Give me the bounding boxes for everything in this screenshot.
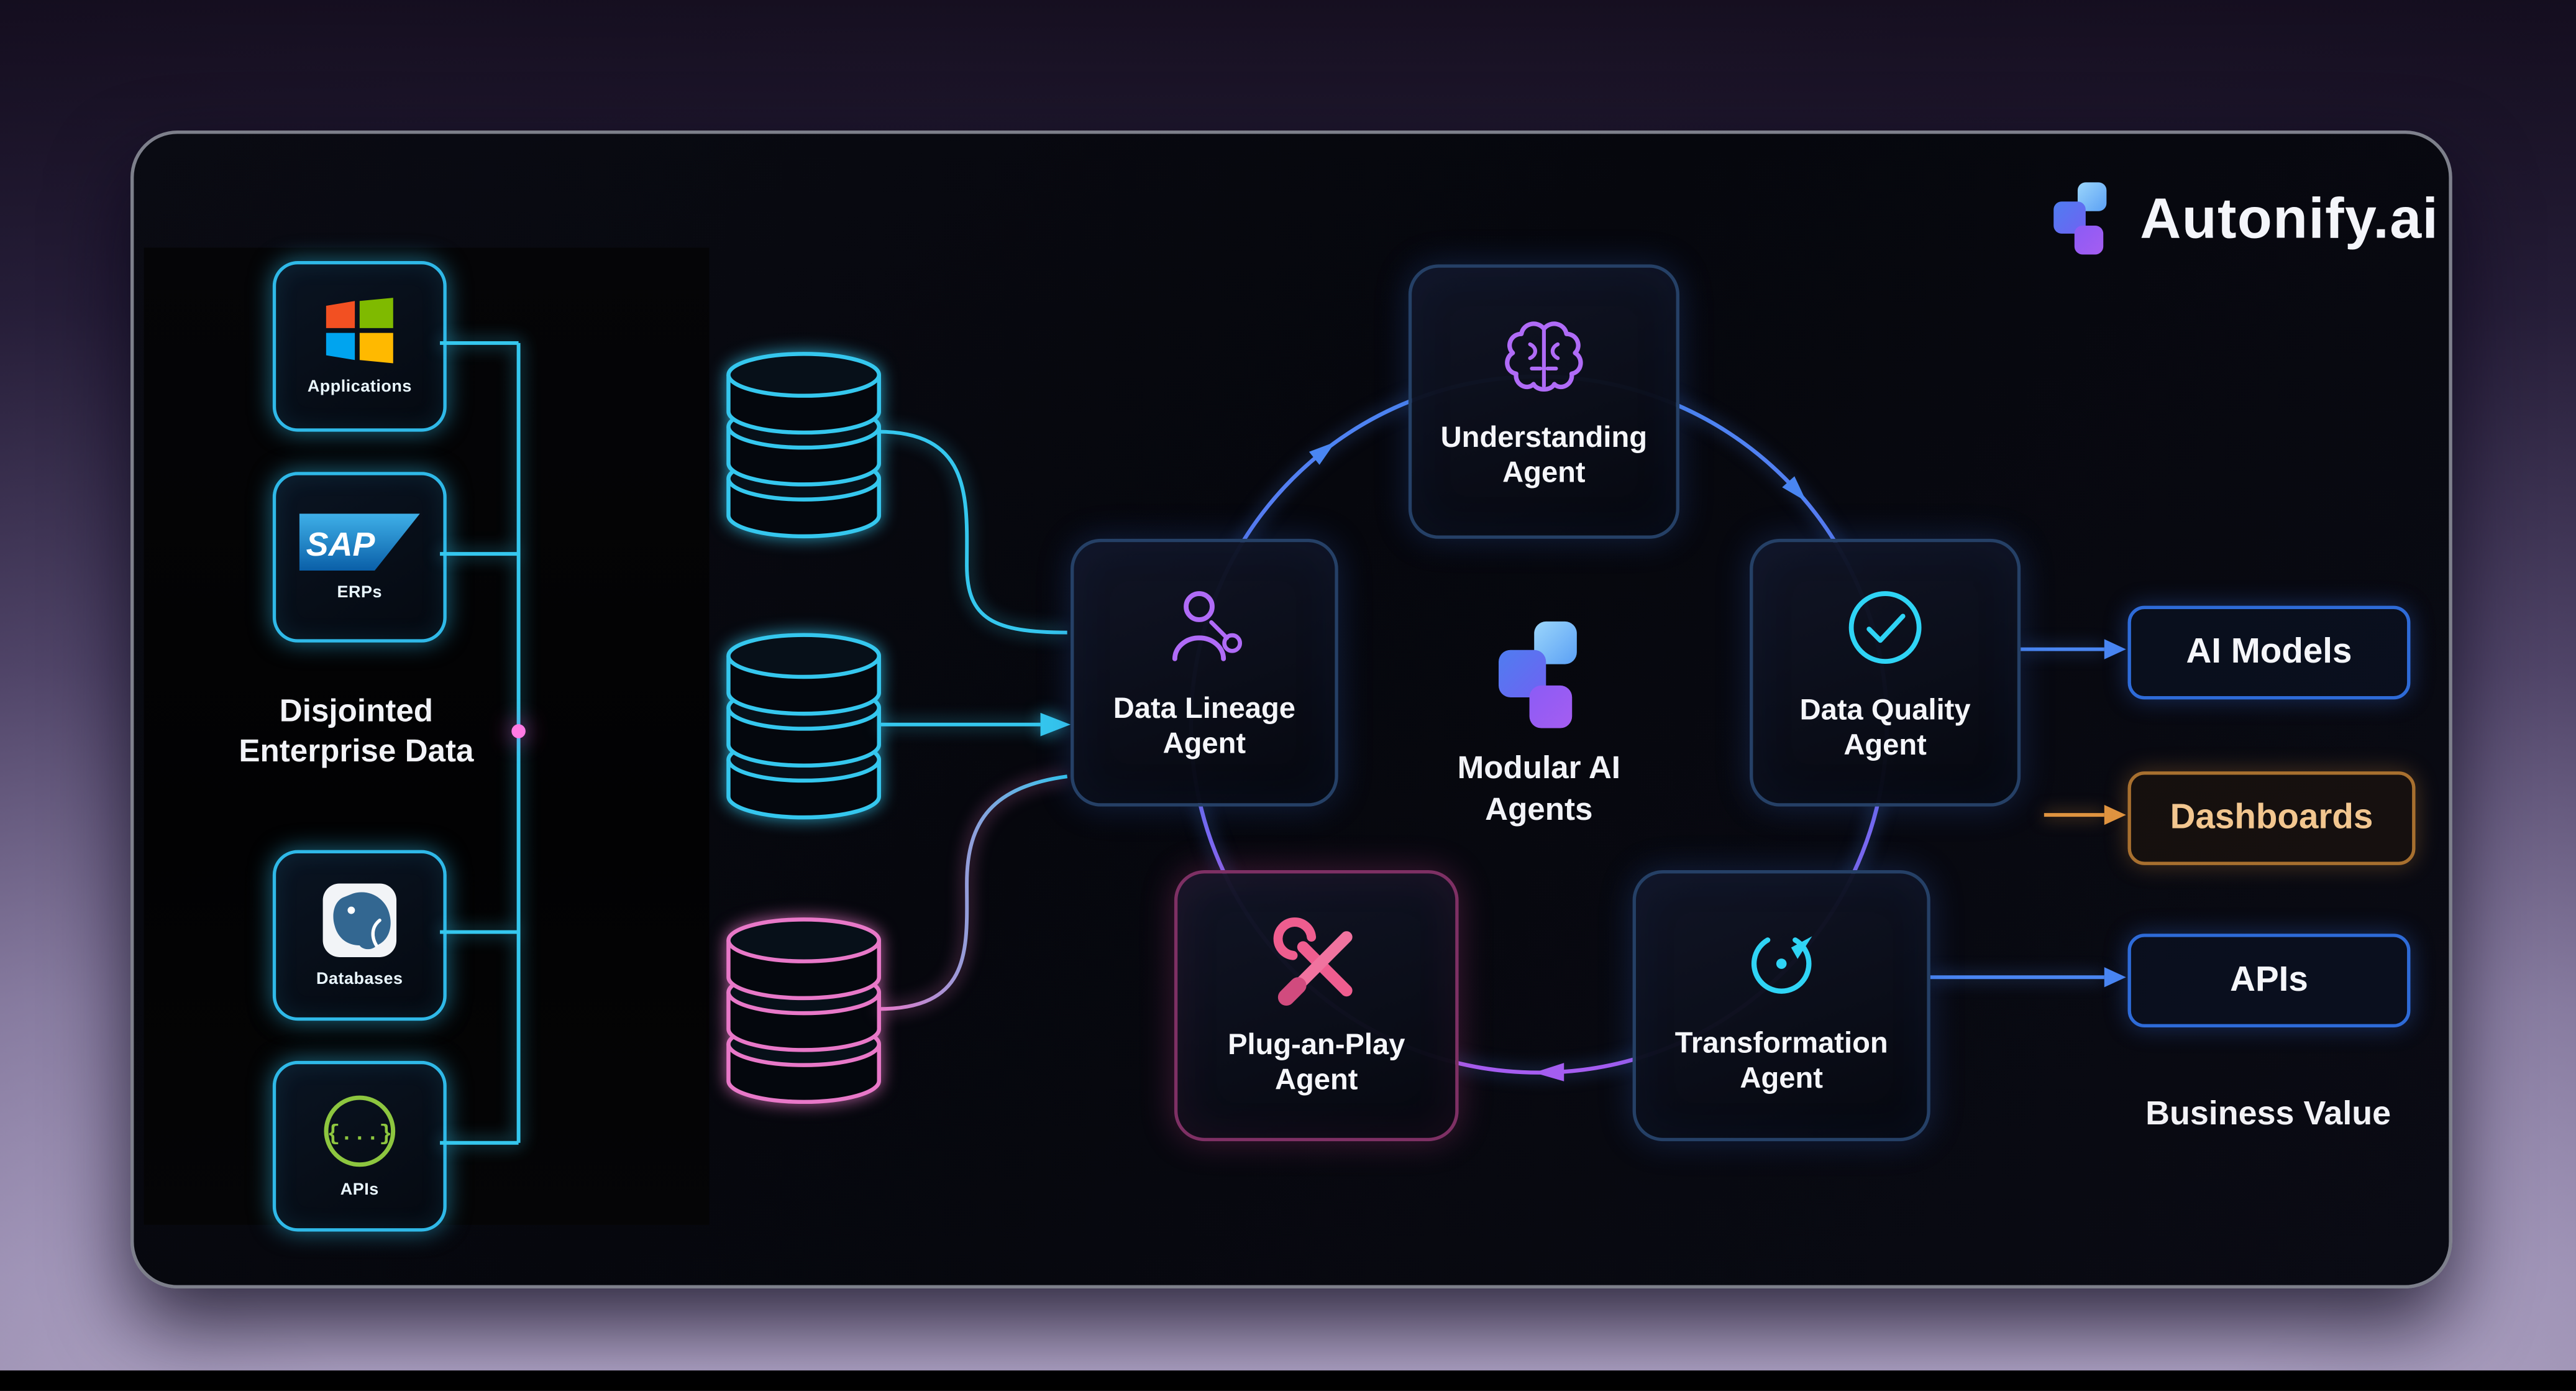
output-label: Dashboards bbox=[2170, 798, 2373, 837]
refresh-cycle-icon bbox=[1751, 935, 1812, 993]
ingest-connectors bbox=[878, 429, 1068, 1011]
agent-label: Understanding Agent bbox=[1441, 420, 1647, 491]
source-label: APIs bbox=[340, 1181, 379, 1200]
ring-arrow-top-left bbox=[1309, 442, 1336, 465]
agent-label-line2: Agent bbox=[1275, 1062, 1358, 1096]
source-connector-lines bbox=[440, 341, 521, 1145]
agent-understanding: Understanding Agent bbox=[1408, 264, 1679, 539]
database-stack-3 bbox=[726, 917, 881, 1104]
output-label: APIs bbox=[2230, 960, 2308, 999]
source-label: ERPs bbox=[337, 584, 383, 603]
agent-label-line1: Plug-an-Play bbox=[1228, 1027, 1405, 1060]
agent-data-quality: Data Quality Agent bbox=[1750, 538, 2021, 807]
source-tile-databases: Databases bbox=[272, 850, 447, 1021]
agent-label: Data Quality Agent bbox=[1800, 692, 1971, 764]
agent-label-line2: Agent bbox=[1740, 1060, 1823, 1095]
modular-ai-label-line2: Agents bbox=[1485, 792, 1593, 828]
code-braces-icon: {...} bbox=[324, 1095, 396, 1167]
bottom-black-bar bbox=[0, 1370, 2576, 1391]
autonify-logo-icon bbox=[2054, 182, 2108, 255]
ingest-arrowhead bbox=[1040, 712, 1071, 737]
code-braces-text: {...} bbox=[327, 1121, 392, 1146]
output-apis: APIs bbox=[2127, 934, 2411, 1028]
agent-label-line2: Agent bbox=[1502, 455, 1586, 489]
convergence-point bbox=[511, 724, 666, 738]
database-stack-1 bbox=[726, 352, 881, 539]
windows-logo-icon bbox=[326, 298, 393, 364]
agent-label: Plug-an-Play Agent bbox=[1228, 1027, 1405, 1098]
agent-label-line1: Data Quality bbox=[1799, 692, 1971, 726]
sap-logo-icon: SAP bbox=[299, 513, 420, 571]
agent-label: Data Lineage Agent bbox=[1113, 691, 1295, 762]
modular-ai-label: Modular AI Agents bbox=[1405, 750, 1673, 832]
agent-transformation: Transformation Agent bbox=[1632, 870, 1930, 1142]
agent-data-lineage: Data Lineage Agent bbox=[1071, 538, 1338, 807]
output-dashboards: Dashboards bbox=[2127, 771, 2416, 865]
output-arrows bbox=[1930, 639, 2126, 988]
source-tile-erps: SAP ERPs bbox=[272, 472, 447, 643]
source-tile-applications: Applications bbox=[272, 260, 447, 432]
modular-ai-logo-icon bbox=[1498, 621, 1577, 728]
left-panel-title-line1: Disjointed bbox=[279, 694, 434, 730]
agent-label: Transformation Agent bbox=[1675, 1025, 1888, 1096]
brand: Autonify.ai bbox=[2043, 181, 2439, 258]
left-panel-title: Disjointed Enterprise Data bbox=[155, 693, 557, 773]
business-value-caption: Business Value bbox=[2145, 1096, 2391, 1133]
agent-label-line1: Data Lineage bbox=[1113, 690, 1296, 724]
agent-label-line1: Transformation bbox=[1674, 1025, 1888, 1059]
crossed-tools-icon bbox=[1273, 917, 1353, 1006]
person-lineage-icon bbox=[1172, 590, 1243, 661]
left-panel-title-line2: Enterprise Data bbox=[239, 734, 474, 769]
sap-logo-text: SAP bbox=[306, 526, 375, 563]
ring-arrow-bottom bbox=[1533, 1063, 1564, 1081]
source-tile-apis: {...} APIs bbox=[272, 1060, 447, 1232]
brain-icon bbox=[1505, 321, 1583, 392]
brand-name: Autonify.ai bbox=[2140, 186, 2439, 250]
check-circle-icon bbox=[1848, 590, 1922, 664]
postgresql-logo-icon bbox=[322, 883, 397, 957]
modular-ai-label-line1: Modular AI bbox=[1457, 751, 1621, 787]
output-label: AI Models bbox=[2186, 632, 2352, 671]
agent-label-line2: Agent bbox=[1843, 728, 1927, 761]
ring-arrow-top-right bbox=[1782, 476, 1807, 502]
agent-label-line2: Agent bbox=[1162, 726, 1246, 760]
output-ai-models: AI Models bbox=[2127, 605, 2411, 700]
source-label: Databases bbox=[316, 970, 403, 989]
source-label: Applications bbox=[307, 378, 412, 397]
database-stack-2 bbox=[726, 633, 881, 820]
agent-label-line1: Understanding bbox=[1440, 419, 1648, 453]
agent-plug-an-play: Plug-an-Play Agent bbox=[1174, 870, 1459, 1142]
